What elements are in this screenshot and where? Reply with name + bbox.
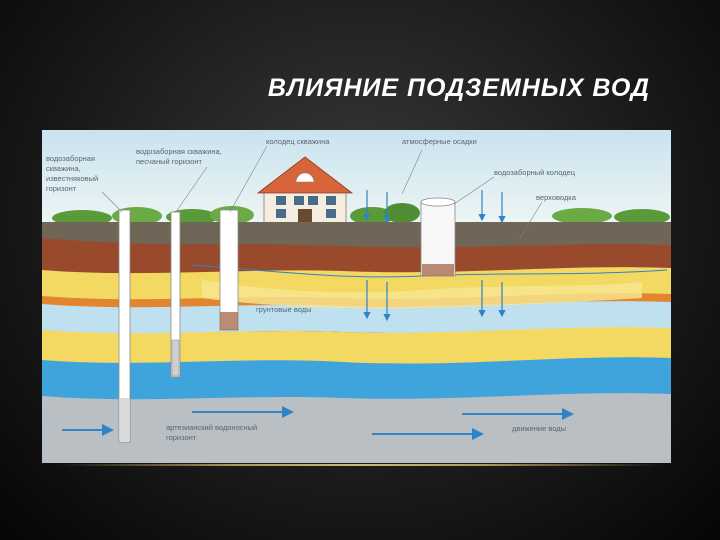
leader-lines: [101, 145, 543, 239]
label-well-limestone-1: водозаборная: [46, 154, 95, 163]
sand-layer-lower: [42, 327, 671, 366]
label-ground-water: грунтовые воды: [256, 305, 312, 314]
dug-well: [219, 209, 239, 331]
label-artesian-2: горизонт: [166, 433, 197, 442]
house: [256, 156, 354, 225]
groundwater-diagram: водозаборная скважина, известняковый гор…: [42, 130, 671, 463]
well-limestone: [118, 209, 131, 443]
label-perched-water: верховодка: [536, 193, 577, 202]
precipitation-arrows: [363, 190, 506, 322]
ground-water-lens: [202, 280, 642, 309]
label-intake-well: водозаборный колодец: [494, 168, 576, 177]
label-well-sand-2: песчаный горизонт: [136, 157, 203, 166]
label-dug-well: колодец скважина: [266, 137, 330, 146]
divider-line: [58, 464, 662, 466]
label-precipitation: атмосферные осадки: [402, 137, 477, 146]
label-flow: движение воды: [512, 424, 566, 433]
label-well-limestone-2: скважина,: [46, 164, 81, 173]
light-blue-layer: [42, 301, 671, 334]
label-well-sand-1: водозаборная скважина,: [136, 147, 222, 156]
label-well-limestone-4: горизонт: [46, 184, 77, 193]
slide-title: ВЛИЯНИЕ ПОДЗЕМНЫХ ВОД: [267, 74, 650, 102]
bedrock-layer: [42, 393, 671, 463]
well-sand: [170, 211, 181, 378]
label-well-limestone-3: известняковый: [46, 174, 98, 183]
label-artesian-1: артезианский водоносный: [166, 423, 257, 432]
intake-well: [420, 197, 456, 277]
aquifer-layer: [42, 357, 671, 402]
flow-arrows: [62, 406, 574, 440]
